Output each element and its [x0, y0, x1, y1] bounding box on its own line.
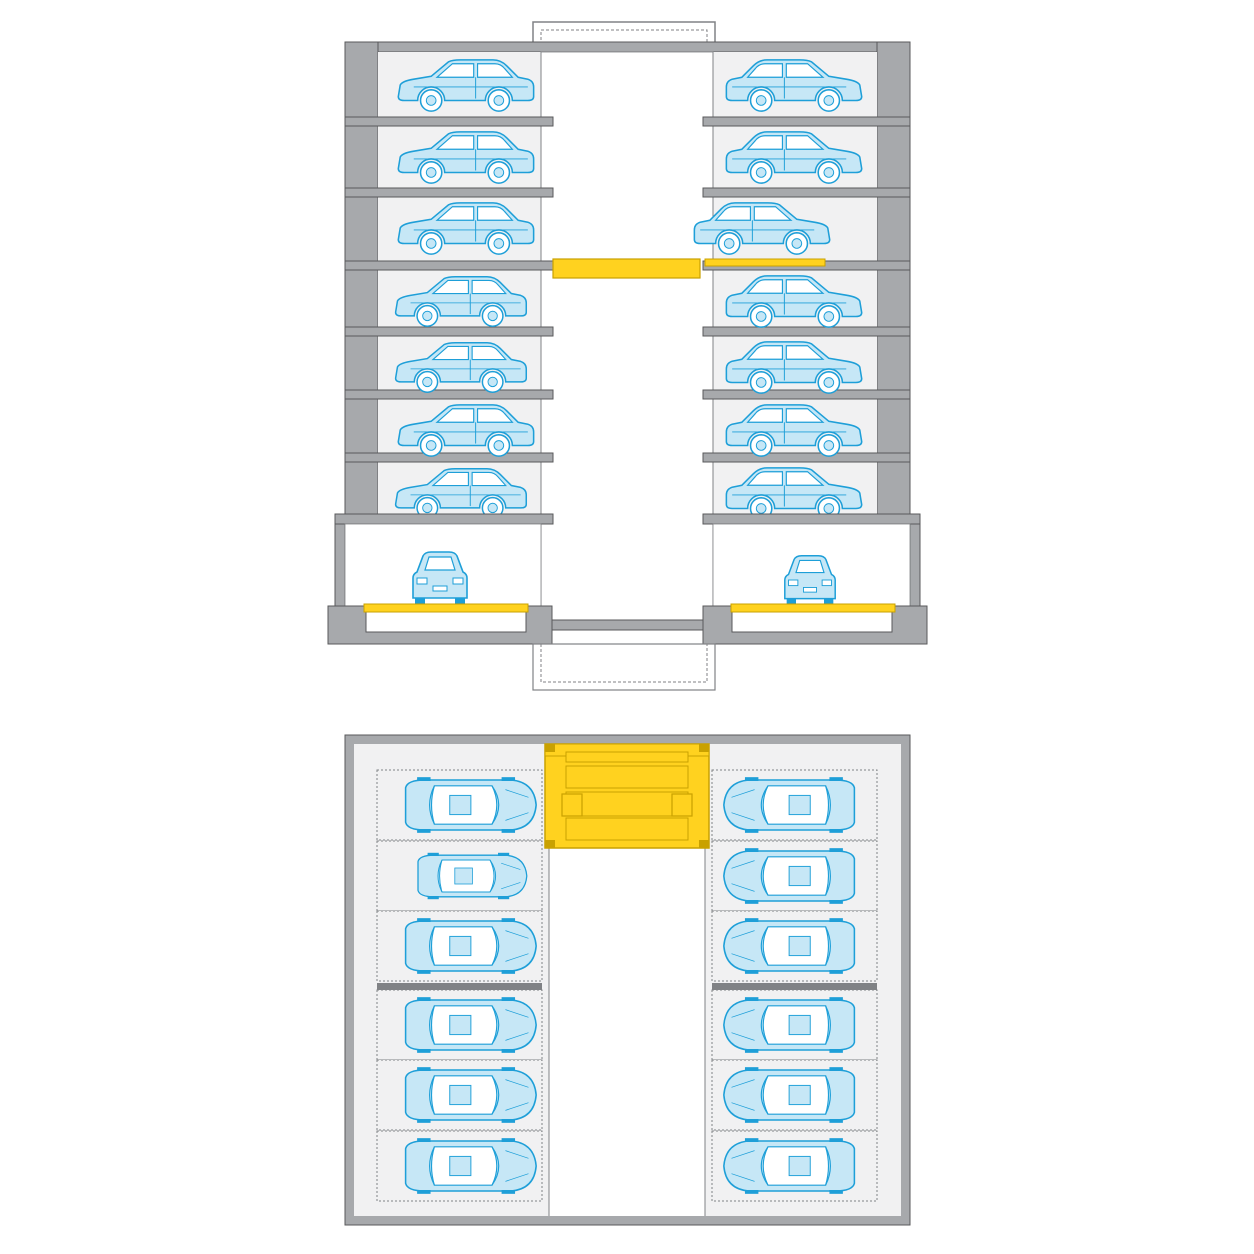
plan-car-left-1: [404, 776, 537, 834]
lift-shaft: [540, 51, 714, 621]
floor-slab-left-3: [344, 260, 554, 271]
plan-car-right-3: [723, 917, 856, 975]
pit-left: [365, 611, 527, 633]
plan-car-left-4: [404, 996, 537, 1054]
entry-pallet-left: [363, 603, 529, 613]
elevation-view: [327, 21, 928, 691]
entry-slab-left: [334, 513, 554, 525]
floor-slab-left-6: [344, 452, 554, 463]
plan-car-left-2: [417, 852, 528, 900]
roof-lift-housing: [532, 21, 716, 45]
plan-car-right-1: [723, 776, 856, 834]
entry-slab-right: [702, 513, 921, 525]
plan-view: [344, 734, 911, 1226]
lift-pit-inner: [540, 643, 708, 683]
shaft-floor: [551, 619, 704, 631]
plan-lift-unit: [544, 743, 710, 849]
structure-left-wall: [344, 41, 379, 521]
entry-level-right-wall: [909, 513, 921, 611]
floor-slab-left-2: [344, 187, 554, 198]
floor-slab-left-1: [344, 116, 554, 127]
structure-top-slab: [344, 41, 911, 53]
plan-car-right-4: [723, 996, 856, 1054]
plan-car-left-3: [404, 917, 537, 975]
plan-beam-left: [377, 983, 542, 990]
transfer-pallet-right: [704, 258, 826, 267]
plan-car-left-5: [404, 1066, 537, 1124]
floor-slab-left-4: [344, 326, 554, 337]
lift-pit: [532, 643, 716, 691]
pit-right: [731, 611, 893, 633]
floor-slabs: [344, 116, 911, 463]
floor-slab-right-2: [702, 187, 911, 198]
lift-platform: [552, 258, 701, 279]
entry-car-right: [783, 554, 837, 607]
floor-slab-right-6: [702, 452, 911, 463]
plan-beam-right: [712, 983, 877, 990]
plan-car-right-5: [723, 1066, 856, 1124]
plan-parking-spaces: [376, 769, 878, 1202]
entry-level-left-wall: [334, 513, 346, 611]
plan-car-right-2: [723, 847, 856, 905]
floor-slab-right-4: [702, 326, 911, 337]
plan-car-left-6: [404, 1137, 537, 1195]
structure-right-wall: [876, 41, 911, 521]
entry-car-left: [412, 551, 468, 607]
plan-car-right-6: [723, 1137, 856, 1195]
floor-slab-right-5: [702, 389, 911, 400]
floor-slab-right-1: [702, 116, 911, 127]
floor-slab-left-5: [344, 389, 554, 400]
entry-pallet-right: [730, 603, 896, 613]
